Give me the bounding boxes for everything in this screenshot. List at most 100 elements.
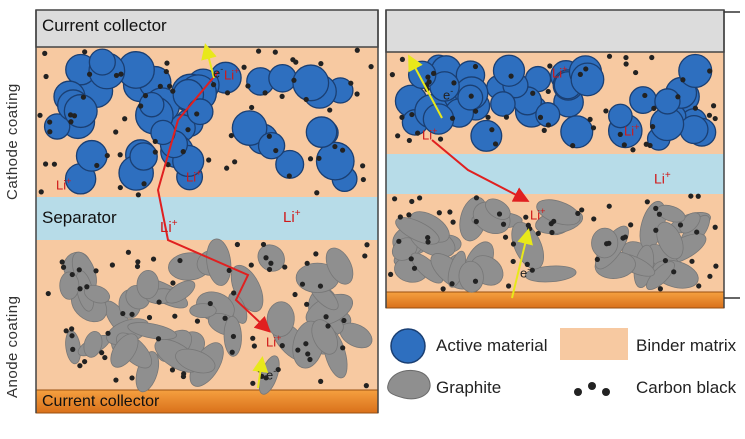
carbon-black-dot: [165, 162, 171, 168]
carbon-black-dot: [431, 70, 437, 76]
active-material-particle: [305, 116, 338, 148]
carbon-black-dot: [340, 345, 346, 351]
carbon-black-dot: [155, 336, 162, 342]
carbon-black-dot: [120, 310, 126, 317]
carbon-black-dot: [710, 103, 717, 109]
left-ion-label-2: Li+: [56, 176, 72, 193]
carbon-black-dot: [583, 66, 589, 72]
graphite-particle: [83, 331, 103, 358]
carbon-black-dot: [392, 196, 398, 202]
left-panel: [35, 9, 379, 414]
carbon-black-dot: [222, 315, 228, 321]
active-material-particle: [268, 63, 297, 93]
left-bottom-collector-label: Current collector: [42, 393, 160, 410]
carbon-black-dot: [109, 262, 115, 268]
right-ion-label-2: Li+: [422, 126, 438, 143]
carbon-black-dot: [530, 90, 536, 96]
carbon-black-dot: [94, 162, 100, 169]
carbon-black-dot: [170, 280, 176, 286]
carbon-black-dot: [417, 195, 423, 201]
carbon-black-dot: [69, 271, 75, 278]
carbon-black-dot: [354, 47, 360, 53]
left-ion-label-4: Li+: [160, 218, 178, 236]
carbon-black-dot: [649, 54, 655, 61]
carbon-black-dot: [231, 290, 237, 296]
carbon-black-dot: [548, 220, 554, 227]
carbon-black-dot: [524, 261, 530, 267]
carbon-black-dot: [473, 218, 479, 225]
left-ion-path-arrow: [156, 71, 271, 333]
carbon-black-dot: [549, 229, 555, 236]
carbon-black-dot: [318, 61, 324, 67]
carbon-black-dot: [84, 284, 90, 290]
carbon-black-dot: [180, 149, 186, 155]
carbon-black-dot: [167, 83, 173, 89]
right-electron-arrow-top: [408, 54, 443, 119]
left-electron-arrow-bottom: [252, 356, 269, 389]
legend-graphite-label: Graphite: [436, 378, 502, 397]
carbon-black-dot: [251, 343, 257, 349]
carbon-black-dot: [395, 133, 401, 139]
carbon-black-dot: [575, 210, 581, 217]
active-material-particle: [231, 110, 268, 146]
carbon-black-dot: [506, 283, 512, 289]
carbon-black-dot: [671, 269, 677, 275]
carbon-black-dot: [69, 326, 75, 332]
carbon-black-dot: [621, 142, 627, 148]
carbon-black-dot: [590, 125, 597, 131]
carbon-black-dot: [266, 133, 272, 139]
carbon-black-dot: [535, 230, 541, 237]
right-bottom-current-collector: [385, 291, 725, 309]
active-material-particle: [470, 119, 503, 152]
carbon-black-dot: [451, 80, 457, 86]
carbon-black-dot: [696, 283, 702, 289]
carbon-black-dot: [292, 291, 298, 298]
carbon-black-dot: [51, 161, 58, 167]
carbon-black-dot: [226, 267, 232, 273]
carbon-black-dot: [399, 56, 406, 63]
carbon-black-dot: [523, 214, 529, 220]
carbon-black-dot: [177, 257, 183, 264]
carbon-black-dot: [689, 258, 695, 264]
carbon-black-dot: [135, 192, 141, 198]
left-ion-label-5: Li+: [283, 208, 301, 226]
carbon-black-dot: [525, 222, 531, 228]
carbon-black-dot: [642, 92, 648, 99]
legend-active-material-label: Active material: [436, 336, 548, 355]
carbon-black-dot: [224, 90, 231, 96]
carbon-black-dot: [286, 173, 292, 179]
carbon-black-dot: [180, 373, 187, 380]
carbon-black-dot: [152, 149, 158, 155]
carbon-black-dot: [364, 242, 370, 248]
active-material-particle: [186, 98, 214, 126]
carbon-black-dot: [707, 273, 713, 279]
carbon-black-dot: [706, 112, 713, 118]
carbon-black-dot: [389, 72, 395, 78]
carbon-black-dot: [156, 299, 162, 305]
carbon-black-dot: [170, 88, 176, 94]
carbon-black-dot: [295, 347, 301, 353]
carbon-black-dot: [142, 93, 149, 99]
legend-carbon-black-swatch: [574, 382, 610, 396]
active-material-particle: [679, 114, 709, 145]
carbon-black-dot: [71, 113, 78, 119]
right-carbon-black: [388, 53, 719, 292]
carbon-black-dot: [617, 131, 623, 137]
carbon-black-dot: [293, 59, 299, 65]
carbon-black-dot: [570, 143, 576, 149]
carbon-black-dot: [354, 91, 360, 97]
left-electron-arrow-top: [201, 43, 217, 79]
active-material-particle: [257, 131, 286, 160]
carbon-black-dot: [341, 317, 347, 324]
left-ion-label-6: Li+: [266, 333, 282, 350]
graphite-particle: [127, 322, 177, 340]
carbon-black-dot: [545, 88, 551, 95]
legend-binder-matrix-label: Binder matrix: [636, 336, 737, 355]
carbon-black-dot: [260, 241, 267, 248]
carbon-black-dot: [113, 377, 119, 383]
legend: [387, 328, 628, 400]
active-material-particle: [75, 139, 108, 172]
carbon-black-dot: [232, 159, 238, 165]
carbon-black-dot: [313, 251, 319, 257]
carbon-black-dot: [93, 268, 99, 274]
